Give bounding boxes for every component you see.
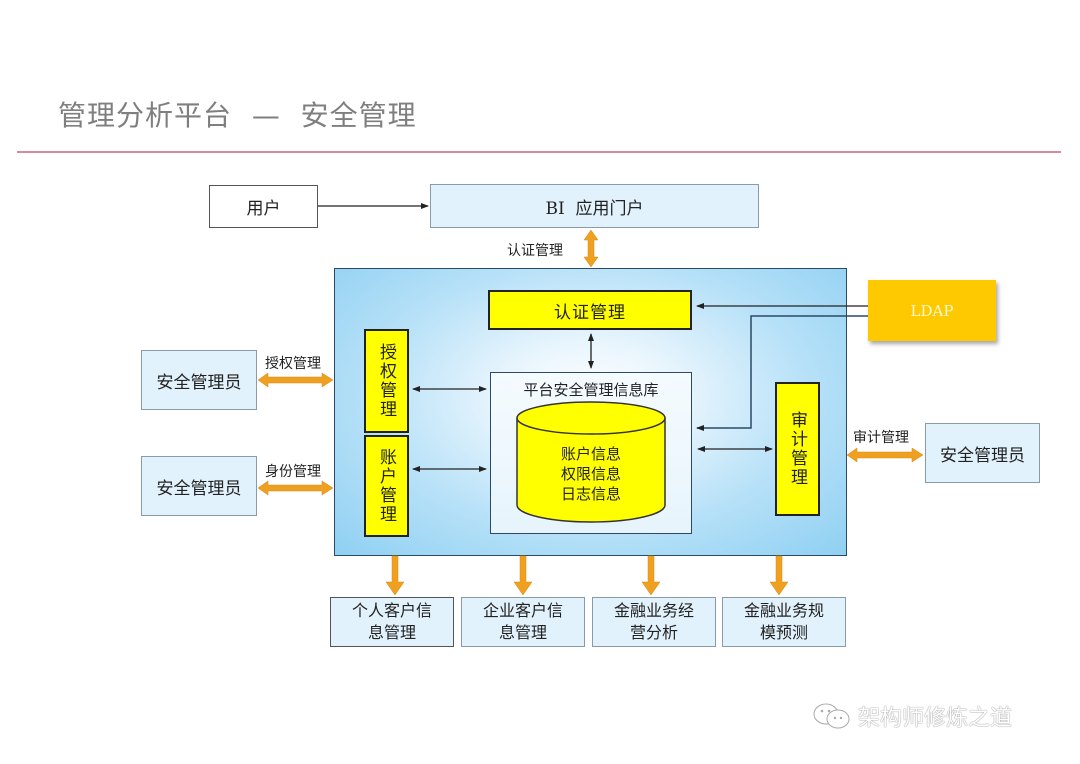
- admin-label: 安全管理员: [156, 478, 242, 499]
- user-label: 用户: [246, 199, 281, 219]
- title-divider: [17, 151, 1061, 153]
- db-item: 账户信息: [560, 445, 621, 463]
- auth-module: 认证管理: [488, 290, 692, 330]
- portal-platform-double-arrow: [583, 229, 599, 268]
- db-items: 账户信息 权限信息 日志信息: [517, 444, 665, 504]
- output-line: 企业客户信: [482, 601, 563, 620]
- ldap-box: LDAP: [868, 280, 996, 341]
- account-module: 账户管理: [364, 435, 409, 537]
- audit-module-label: 审计管理: [787, 411, 807, 487]
- admin-box-audit: 安全管理员: [925, 423, 1040, 483]
- bi-portal-label: BI 应用门户: [545, 198, 644, 219]
- ldap-label: LDAP: [910, 301, 954, 320]
- auth-link-label: 认证管理: [507, 243, 563, 259]
- identity-admin-double-arrow: [257, 480, 334, 496]
- output-line: 息管理: [367, 623, 416, 642]
- bi-portal-box: BI 应用门户: [430, 184, 759, 228]
- db-item: 权限信息: [560, 465, 621, 483]
- admin-label: 安全管理员: [156, 372, 242, 393]
- authorization-module: 授权管理: [364, 329, 409, 433]
- title-separator: —: [251, 99, 281, 132]
- audit-module: 审计管理: [775, 382, 820, 516]
- authorization-admin-double-arrow: [257, 372, 334, 388]
- audit-link-label: 审计管理: [853, 430, 909, 446]
- identity-link-label: 身份管理: [265, 464, 321, 480]
- wechat-icon: [813, 703, 850, 729]
- output-box-scale-forecast: 金融业务规模预测: [722, 597, 846, 647]
- title-sub: 安全管理: [300, 99, 417, 132]
- output-box-business-analysis: 金融业务经营分析: [592, 597, 716, 647]
- authorization-link-label: 授权管理: [265, 356, 321, 372]
- output-box-enterprise-customer: 企业客户信息管理: [461, 597, 585, 647]
- page-title: 管理分析平台 — 安全管理: [58, 94, 417, 134]
- account-module-label: 账户管理: [376, 448, 396, 524]
- audit-admin-double-arrow: [846, 447, 924, 463]
- output-box-personal-customer: 个人客户信息管理: [330, 597, 454, 647]
- output-down-arrow: [385, 555, 405, 596]
- output-line: 个人客户信: [351, 601, 432, 620]
- watermark: 架构师修炼之道: [812, 700, 1012, 732]
- output-down-arrow: [769, 555, 789, 596]
- authorization-module-label: 授权管理: [376, 343, 396, 419]
- security-db-title: 平台安全管理信息库: [523, 381, 659, 399]
- output-line: 金融业务经: [613, 601, 694, 620]
- watermark-text: 架构师修炼之道: [858, 706, 1013, 731]
- auth-module-label: 认证管理: [554, 302, 626, 323]
- output-down-arrow: [513, 555, 533, 596]
- user-box: 用户: [209, 185, 318, 228]
- admin-label: 安全管理员: [940, 445, 1025, 466]
- output-line: 金融业务规: [743, 601, 824, 620]
- admin-box-identity: 安全管理员: [141, 456, 257, 516]
- output-line: 息管理: [498, 623, 547, 642]
- output-line: 营分析: [629, 623, 678, 642]
- admin-box-authorization: 安全管理员: [141, 350, 257, 410]
- title-main: 管理分析平台: [58, 99, 233, 132]
- output-line: 模预测: [759, 623, 808, 642]
- output-down-arrow: [641, 555, 661, 596]
- db-item: 日志信息: [560, 485, 621, 503]
